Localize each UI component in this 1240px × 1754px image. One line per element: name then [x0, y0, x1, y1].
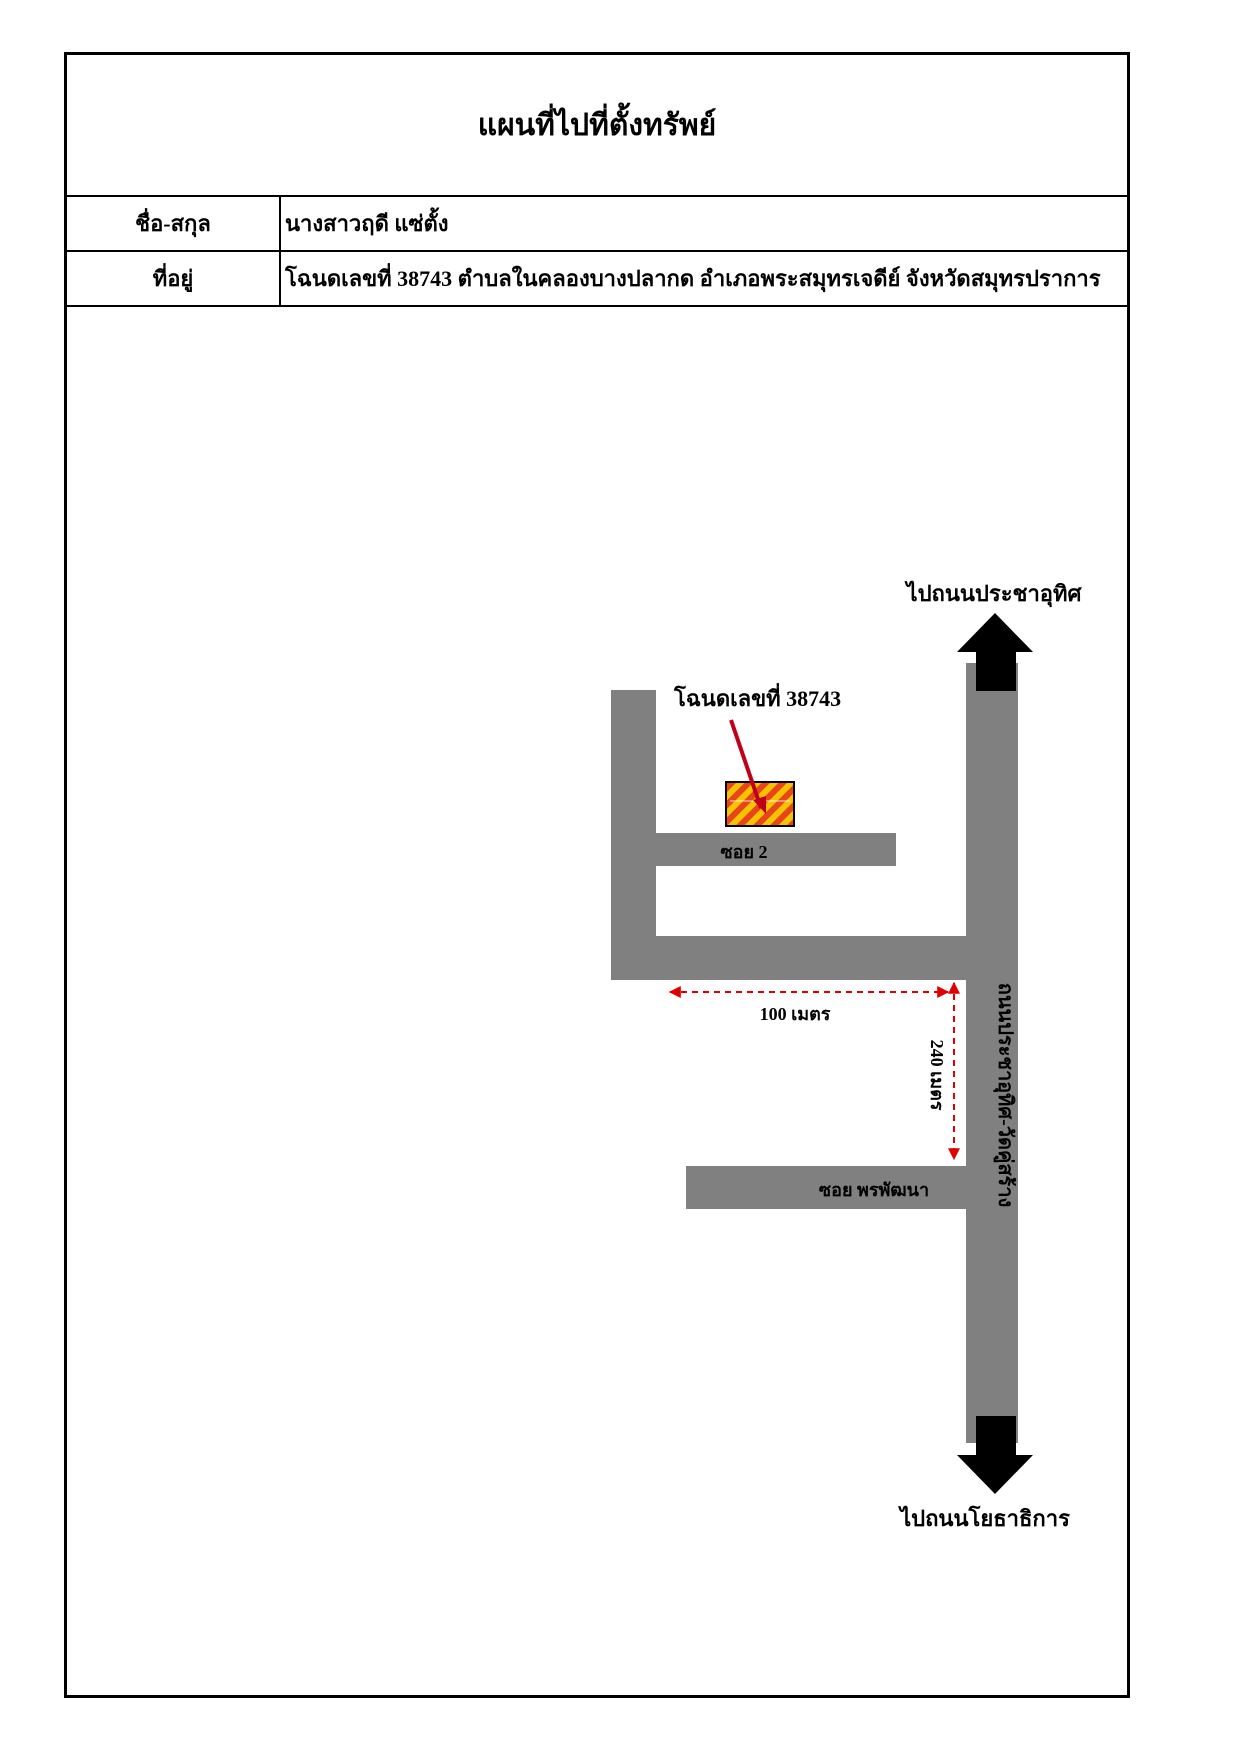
address-row: ที่อยู่ โฉนดเลขที่ 38743 ตำบลในคลองบางปล… [67, 252, 1127, 307]
soi-2-road [656, 833, 896, 866]
north-arrow-icon [957, 613, 1033, 691]
main-road-label: ถนนประชาอุทิศ-วัดคู่สร้าง [992, 983, 1017, 1208]
name-row: ชื่อ-สกุล นางสาวฤดี แซ่ตั้ง [67, 197, 1127, 252]
property-plot [725, 781, 795, 827]
title-row: แผนที่ไปที่ตั้งทรัพย์ [67, 55, 1127, 197]
plot-pointer-head-icon [753, 796, 766, 814]
south-destination-label: ไปถนนโยธาธิการ [898, 1505, 1070, 1531]
soi-pornpatana-label: ซอย พรพัฒนา [819, 1180, 929, 1200]
page-title: แผนที่ไปที่ตั้งทรัพย์ [477, 108, 717, 142]
plot-pointer [729, 719, 763, 809]
address-label: ที่อยู่ [67, 252, 281, 305]
distance-100m-label: 100 เมตร [760, 1004, 831, 1024]
name-value: นางสาวฤดี แซ่ตั้ง [285, 211, 449, 236]
south-arrow-icon [957, 1416, 1033, 1494]
main-road [966, 663, 1018, 1443]
soi-2-label: ซอย 2 [720, 842, 767, 862]
plot-label: โฉนดเลขที่ 38743 [673, 682, 841, 711]
address-value: โฉนดเลขที่ 38743 ตำบลในคลองบางปลากด อำเภ… [285, 266, 1101, 291]
north-destination-label: ไปถนนประชาอุทิศ [905, 580, 1083, 608]
left-vertical-road [611, 690, 656, 980]
connector-road [611, 936, 1018, 980]
soi-pornpatana-road [686, 1166, 968, 1209]
document-frame: แผนที่ไปที่ตั้งทรัพย์ ชื่อ-สกุล นางสาวฤด… [64, 52, 1130, 1698]
distance-240m-label: 240 เมตร [927, 1040, 947, 1111]
name-label: ชื่อ-สกุล [67, 197, 281, 250]
